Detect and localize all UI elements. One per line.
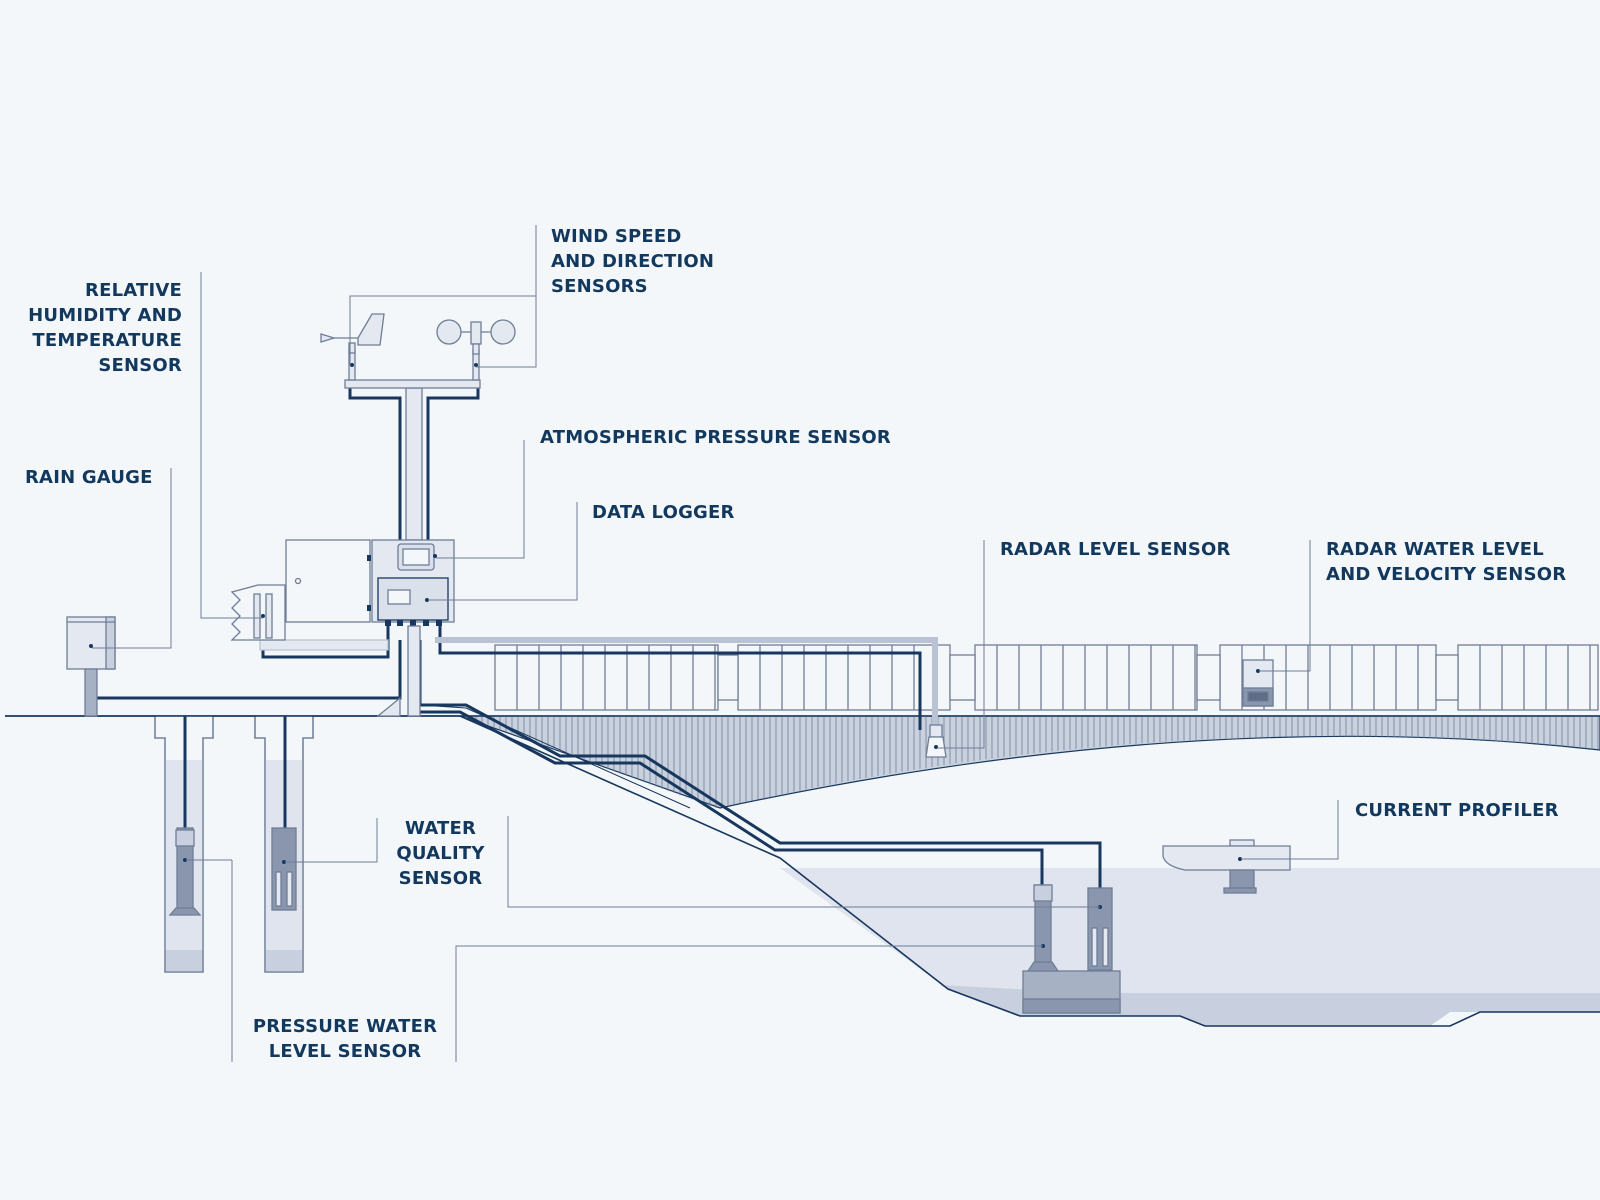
pressure-sensor-well-icon	[168, 827, 202, 916]
label-radar-level-sensor: RADAR LEVEL SENSOR	[1000, 539, 1231, 560]
data-logger-cabinet	[367, 539, 455, 626]
label-pressure-water-level-sensor: PRESSURE WATER LEVEL SENSOR	[252, 1016, 438, 1062]
label-wind-sensors: WIND SPEED AND DIRECTION SENSORS	[551, 226, 715, 297]
radar-level-sensor-icon	[925, 724, 947, 758]
radiation-shield-icon	[230, 584, 286, 641]
bridge-railing	[5, 644, 1600, 717]
river-water	[780, 868, 1600, 1026]
label-atmospheric-pressure-sensor: ATMOSPHERIC PRESSURE SENSOR	[540, 427, 891, 448]
leader-lines	[92, 225, 1339, 1062]
label-humidity-temperature-sensor: RELATIVE HUMIDITY AND TEMPERATURE SENSOR	[28, 280, 182, 376]
current-profiler-icon	[1162, 839, 1291, 894]
label-rain-gauge: RAIN GAUGE	[25, 467, 153, 488]
label-current-profiler: CURRENT PROFILER	[1355, 800, 1559, 821]
bridge-deck-underside	[459, 715, 1600, 809]
label-data-logger: DATA LOGGER	[592, 502, 735, 523]
riverbed-sensor-mount	[1022, 884, 1121, 1014]
enclosure-cabinet	[285, 539, 371, 623]
label-water-quality-sensor: WATER QUALITY SENSOR	[396, 818, 485, 889]
anemometer-icon	[436, 319, 516, 367]
label-radar-velocity-sensor: RADAR WATER LEVEL AND VELOCITY SENSOR	[1326, 539, 1567, 585]
rain-gauge-icon	[66, 616, 116, 717]
well-right	[254, 716, 314, 973]
conduit-to-bridge	[435, 637, 938, 725]
water-quality-sensor-well-icon	[271, 827, 297, 911]
riverbank-profile	[5, 715, 1600, 1027]
radar-velocity-sensor-icon	[1242, 659, 1274, 707]
cable-conduit	[419, 704, 691, 809]
wind-vane-icon	[320, 313, 385, 367]
wind-mast	[344, 349, 481, 541]
